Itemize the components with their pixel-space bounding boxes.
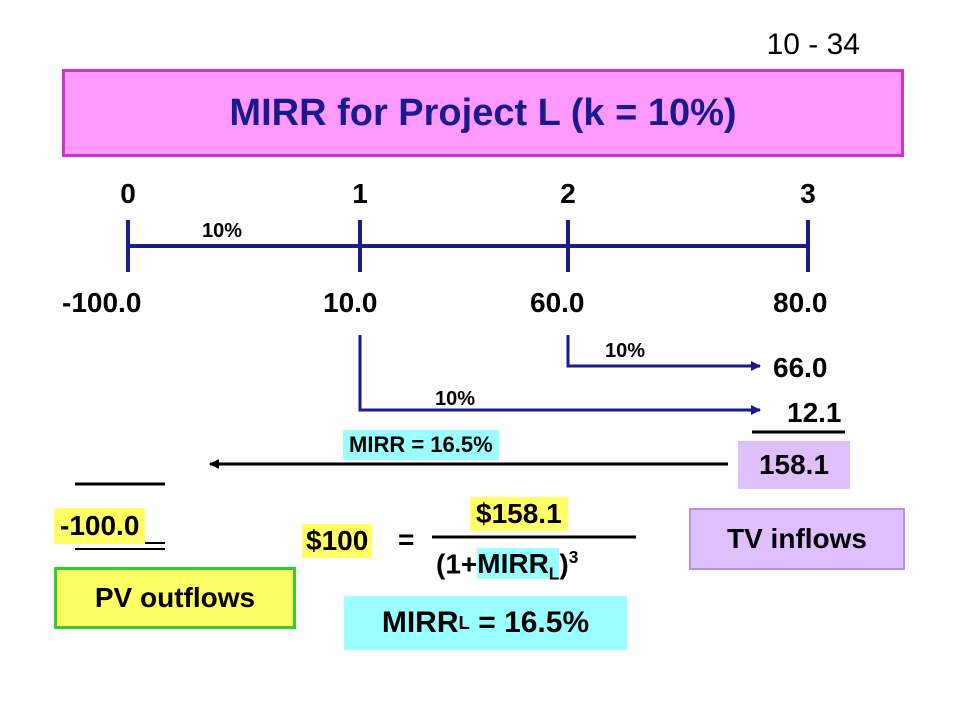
compound-rate-from-2: 10% <box>605 340 646 362</box>
slide-number: 10 - 34 <box>766 28 860 61</box>
cash-flow-1: 10.0 <box>323 287 378 318</box>
cash-flow-3: 80.0 <box>773 287 828 318</box>
denominator-open: (1+ <box>436 548 478 580</box>
compounded-value-from-1: 12.1 <box>787 397 842 428</box>
denominator-close: ) <box>559 548 569 580</box>
period-0-label: 0 <box>120 178 136 209</box>
compound-arrow-from-1 <box>358 335 761 415</box>
cash-flow-0: -100.0 <box>62 287 142 318</box>
pv-outflows-label: PV outflows <box>54 567 296 629</box>
equation-numerator: $158.1 <box>470 497 568 531</box>
period-2-label: 2 <box>560 178 576 209</box>
denominator-mirr-highlight: MIRRL <box>477 548 560 584</box>
mirr-arrow-label: MIRR = 16.5% <box>343 430 499 460</box>
page-title: MIRR for Project L (k = 10%) <box>229 91 737 134</box>
result-prefix: MIRR <box>381 606 459 639</box>
pv-value: -100.0 <box>54 508 146 544</box>
compound-rate-from-1: 10% <box>435 388 476 410</box>
denominator-subscript: L <box>548 563 560 584</box>
timeline-rate-label: 10% <box>202 220 243 242</box>
denominator-mirr: MIRR <box>477 548 549 580</box>
equation-equals: = <box>398 524 415 555</box>
cash-flow-2: 60.0 <box>530 287 585 318</box>
compounded-value-from-2: 66.0 <box>773 352 828 383</box>
result-suffix: = 16.5% <box>469 606 590 639</box>
compound-arrow-from-2 <box>566 335 761 371</box>
equation-denominator: (1+MIRRL)3 <box>436 547 578 585</box>
title-box: MIRR for Project L (k = 10%) <box>62 69 904 157</box>
period-1-label: 1 <box>352 178 368 209</box>
period-3-label: 3 <box>800 178 816 209</box>
equation-lhs: $100 <box>302 524 373 558</box>
terminal-value-box: 158.1 <box>738 441 850 489</box>
tv-inflows-label: TV inflows <box>689 508 905 570</box>
result-subscript: L <box>458 612 470 633</box>
denominator-exponent: 3 <box>568 547 579 567</box>
